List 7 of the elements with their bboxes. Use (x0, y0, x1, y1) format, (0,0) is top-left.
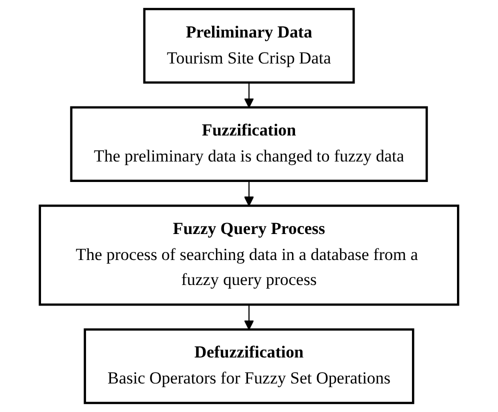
arrow (244, 304, 254, 330)
arrow (244, 180, 254, 206)
node-box: Fuzzy Query Process The process of searching data in a database from a fuzzy query process (38, 204, 460, 306)
node-box: Fuzzification The preliminary data is changed to fuzzy data (70, 106, 428, 182)
node-box: Preliminary Data Tourism Site Crisp Data (143, 8, 355, 84)
arrow (244, 82, 254, 108)
node-box: Defuzzification Basic Operators for Fuzzy Set Operations (84, 328, 414, 404)
